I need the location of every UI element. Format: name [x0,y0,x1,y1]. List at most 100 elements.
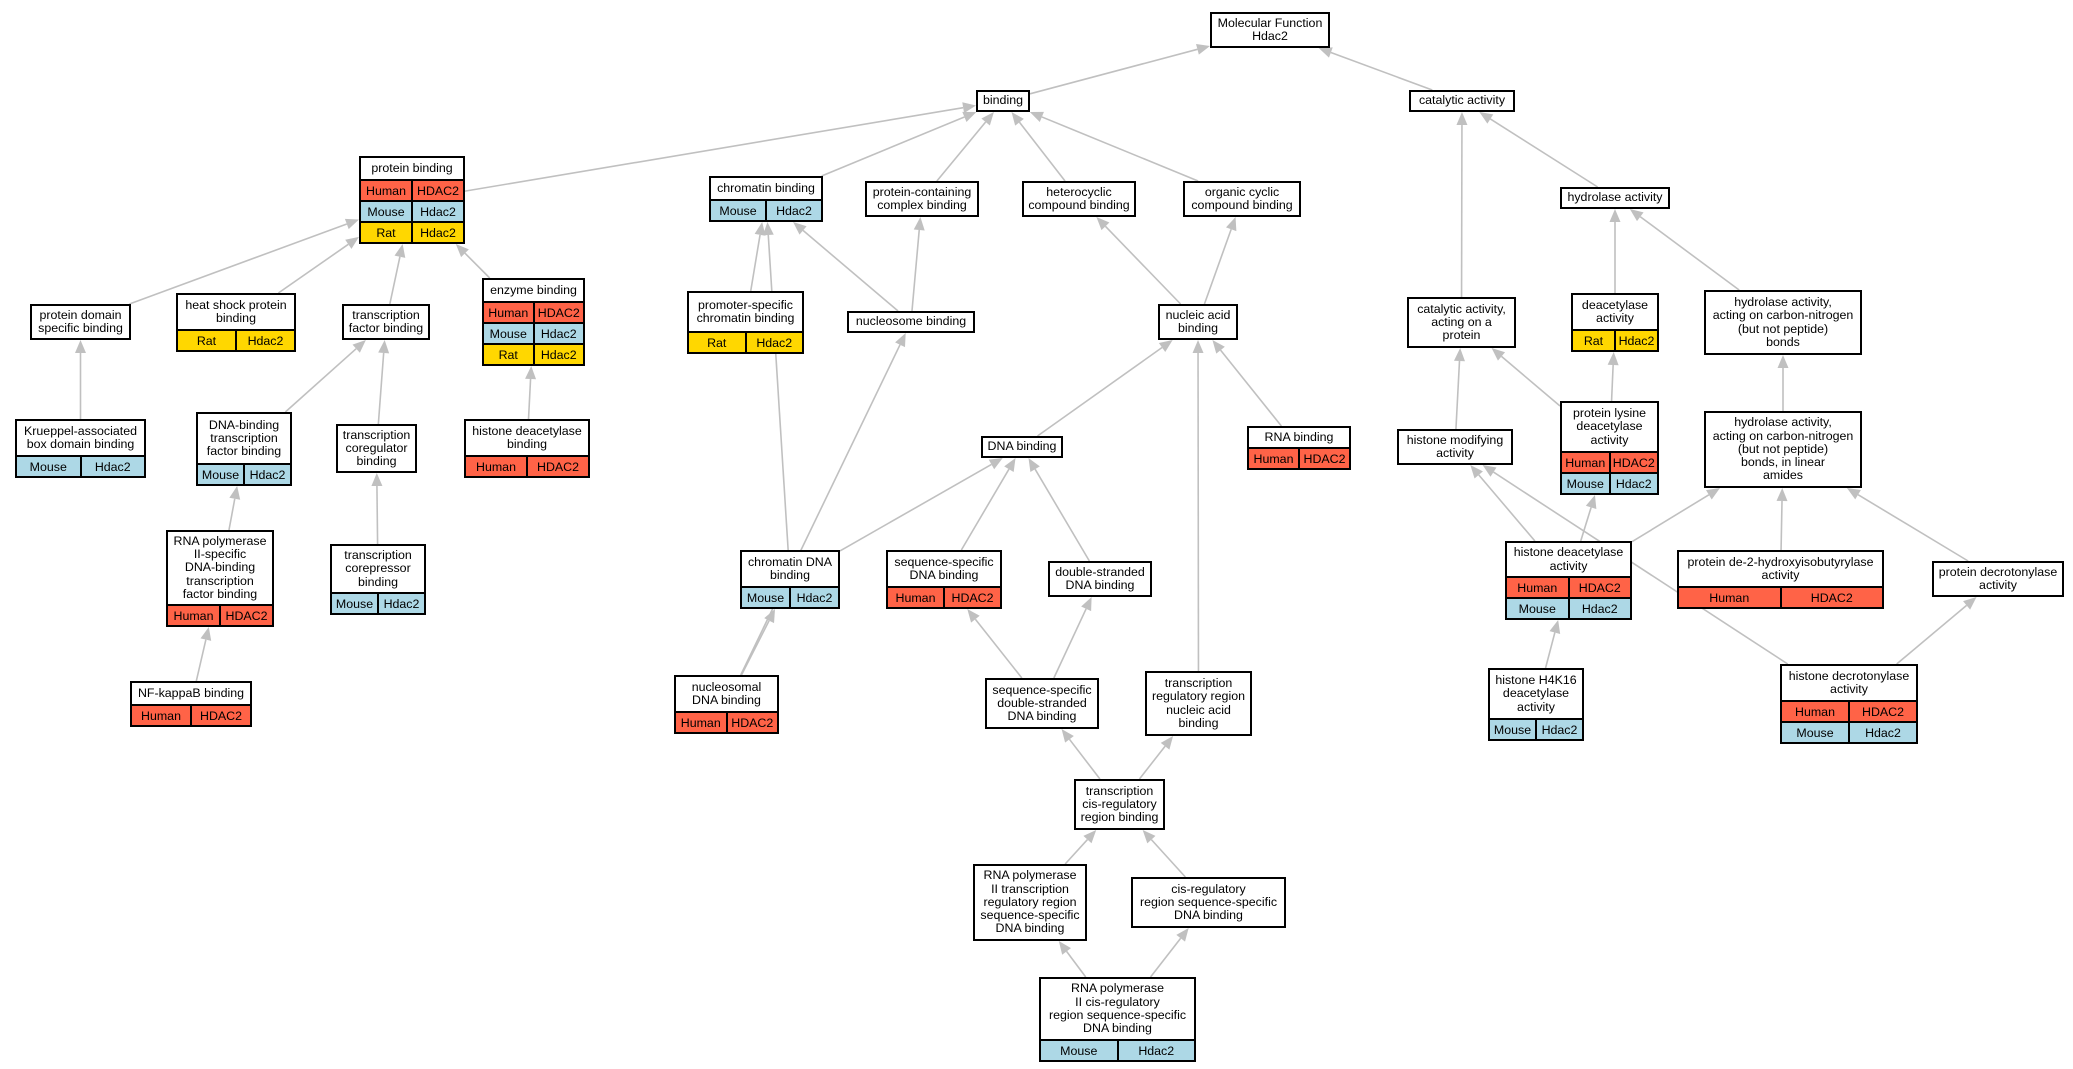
node-title: transcription regulatory region nucleic … [1152,675,1245,730]
species-cell: Human [1517,580,1558,595]
node-title: catalytic activity, acting on a protein [1417,301,1506,343]
edge-arrowhead [1846,488,1861,500]
edge-arrowhead [1585,495,1597,510]
species-cell: Rat [1583,333,1604,348]
node-title: chromatin binding [717,180,815,195]
node-cis-regulatory-region-sequence-specific-dna-binding[interactable]: cis-regulatory region sequence-specific … [1131,877,1286,928]
edge-arrowhead [1081,597,1092,612]
species-cell: Human [366,183,406,198]
node-protein-de-2-hydroxyisobutyrylase-activity[interactable]: protein de-2-hydroxyisobutyrylase activi… [1677,550,1884,609]
node-protein-containing-complex-binding[interactable]: protein-containing complex binding [865,181,979,217]
edge-arrowhead [371,473,383,487]
edge-arrowhead [1482,465,1497,477]
node-organic-cyclic-compound-binding[interactable]: organic cyclic compound binding [1183,181,1301,217]
species-cell: Human [895,590,936,605]
node-protein-decrotonylase-activity[interactable]: protein decrotonylase activity [1932,561,2064,597]
node-title: hydrolase activity, acting on carbon-nit… [1712,415,1854,483]
edge-line [821,116,965,177]
node-dna-binding-transcription-factor-binding[interactable]: DNA-binding transcription factor binding… [196,412,292,486]
edge-arrowhead [378,340,390,354]
edge-line [802,229,899,312]
edge-arrowhead [962,111,977,123]
node-rna-polymerase-ii-specific-dna-binding-tf-binding[interactable]: RNA polymerase II-specific DNA-binding t… [166,530,274,627]
edge-line [377,352,385,425]
node-rna-polymerase-ii-transcription-regulatory-region-binding[interactable]: RNA polymerase II transcription regulato… [973,864,1087,941]
edge-arrowhead [75,340,86,353]
species-cell: Mouse [335,596,374,611]
node-transcription-factor-binding[interactable]: transcription factor binding [342,304,430,340]
edge-line [1544,632,1556,669]
species-cell: Mouse [489,326,527,341]
edge-line [1018,121,1066,182]
gene-cell: Hdac2 [243,465,290,484]
node-title: protein lysine deacetylase activity [1572,406,1646,447]
edge-line [749,234,761,292]
node-nucleosome-binding[interactable]: nucleosome binding [847,311,975,333]
node-title: chromatin DNA binding [747,554,832,582]
edge-arrowhead [1196,43,1210,55]
node-catalytic-activity-acting-on-a-protein[interactable]: catalytic activity, acting on a protein [1407,297,1516,348]
edge-line [1500,355,1561,407]
node-dna-binding[interactable]: DNA binding [981,436,1063,458]
gene-cell: Hdac2 [1614,331,1657,350]
node-title: transcription factor binding [348,307,424,335]
edge-line [1493,471,1789,665]
node-heterocyclic-compound-binding[interactable]: heterocyclic compound binding [1022,181,1136,217]
node-histone-modifying-activity[interactable]: histone modifying activity [1397,429,1513,465]
node-title: RNA polymerase II transcription regulato… [980,868,1080,936]
node-transcription-coregulator-binding[interactable]: transcription coregulator binding [336,424,417,473]
node-double-stranded-dna-binding[interactable]: double-stranded DNA binding [1048,561,1152,597]
node-hydrolase-activity-carbon-nitrogen-linear-amides[interactable]: hydrolase activity, acting on carbon-nit… [1704,411,1862,488]
node-protein-domain-specific-binding[interactable]: protein domain specific binding [30,304,131,340]
node-hydrolase-activity-carbon-nitrogen[interactable]: hydrolase activity, acting on carbon-nit… [1704,290,1862,355]
edge-arrowhead [1160,736,1174,750]
edge-arrowhead [981,112,994,126]
node-binding[interactable]: binding [976,90,1030,112]
edge-arrowhead [394,244,406,258]
node-rna-polymerase-ii-cis-regulatory-region-binding[interactable]: RNA polymerase II cis-regulatory region … [1039,977,1196,1062]
species-cell: Human [680,715,721,730]
node-title: Krueppel-associated box domain binding [24,423,137,451]
edge-arrowhead [229,486,241,500]
species-cell: Mouse [201,467,240,482]
node-sequence-specific-double-stranded-dna-binding[interactable]: sequence-specific double-stranded DNA bi… [985,678,1099,729]
node-title: organic cyclic compound binding [1191,184,1293,212]
species-cell: Human [488,305,529,320]
edge-line [1068,738,1101,780]
edge-line [740,344,901,676]
node-nucleic-acid-binding[interactable]: nucleic acid binding [1158,304,1238,340]
species-cell: Mouse [1493,722,1532,737]
node-molecular-function[interactable]: Molecular Function Hdac2 [1210,12,1330,48]
node-hydrolase-activity[interactable]: hydrolase activity [1560,187,1670,209]
node-transcription-cis-regulatory-region-binding[interactable]: transcription cis-regulatory region bind… [1074,779,1165,830]
node-catalytic-activity[interactable]: catalytic activity [1409,90,1515,112]
node-transcription-regulatory-region-nucleic-acid-binding[interactable]: transcription regulatory region nucleic … [1145,671,1252,736]
gene-cell: Hdac2 [765,201,821,220]
edge-line [1065,950,1087,978]
edge-line [911,229,921,312]
